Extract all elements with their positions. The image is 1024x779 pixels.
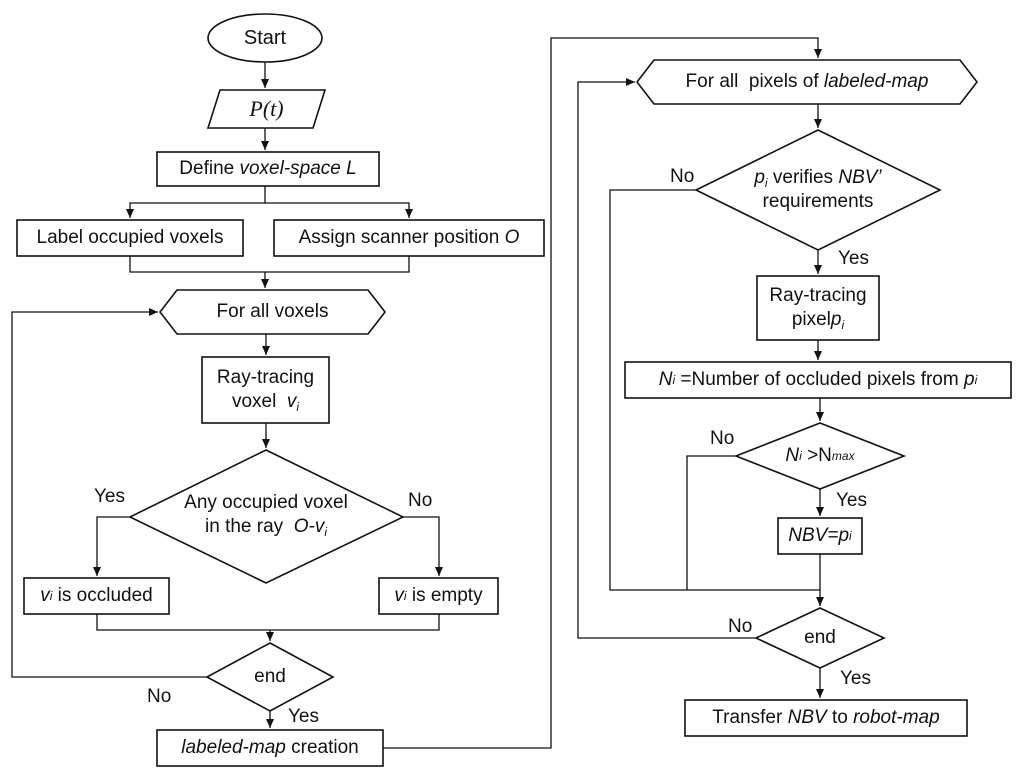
end-right-node: end — [804, 627, 836, 648]
assign-scanner-node: Assign scanner position O — [298, 227, 520, 248]
yes-label-labeled-map: Yes — [288, 706, 319, 727]
labeled-map-node: labeled-map creation — [181, 737, 359, 758]
start-node: Start — [243, 27, 287, 49]
label-occupied-node: Label occupied voxels — [36, 227, 224, 248]
no-label-compare: No — [710, 428, 735, 449]
yes-label-compare: Yes — [836, 490, 867, 511]
yes-label-end-right: Yes — [840, 668, 871, 689]
raytrace-voxel-node: Ray-tracing voxel vi — [216, 367, 315, 414]
raytrace-pixel-box — [756, 275, 880, 341]
occluded-box — [23, 577, 170, 615]
define-voxel-space-node: Define voxel-space L — [179, 158, 357, 179]
transfer-box — [684, 699, 968, 737]
raytrace-pixel-node: Ray-tracing pixelpi — [769, 285, 867, 332]
no-label-verify: No — [670, 166, 695, 187]
yes-label-occupied: Yes — [94, 486, 125, 507]
occupied-decision-node: Any occupied voxel in the ray O-vi — [184, 492, 348, 539]
yes-label-verify: Yes — [838, 248, 869, 269]
loop-voxels-node: For all voxels — [216, 301, 329, 322]
loop-voxels-shape — [158, 289, 387, 335]
labeled-map-box — [156, 729, 384, 767]
empty-box — [378, 577, 499, 615]
no-label-end-right: No — [728, 616, 753, 637]
no-label-loop-voxels: No — [147, 686, 172, 707]
label-occupied-box — [16, 219, 244, 257]
end-left-node: end — [254, 666, 286, 687]
transfer-node: Transfer NBV to robot-map — [712, 707, 940, 728]
count-box — [624, 361, 1012, 399]
verify-decision-node: pi verifies NBV’ requirements — [754, 167, 882, 212]
assign-box — [273, 219, 545, 257]
no-label-empty: No — [408, 490, 433, 511]
input-shape — [206, 89, 327, 129]
raytrace-voxel-box — [201, 356, 330, 424]
occupied-decision-shape — [128, 449, 405, 584]
input-node: P(t) — [249, 96, 284, 121]
define-box — [156, 151, 380, 187]
loop-pixels-shape — [635, 59, 979, 105]
loop-pixels-node: For all pixels of labeled-map — [685, 71, 929, 92]
